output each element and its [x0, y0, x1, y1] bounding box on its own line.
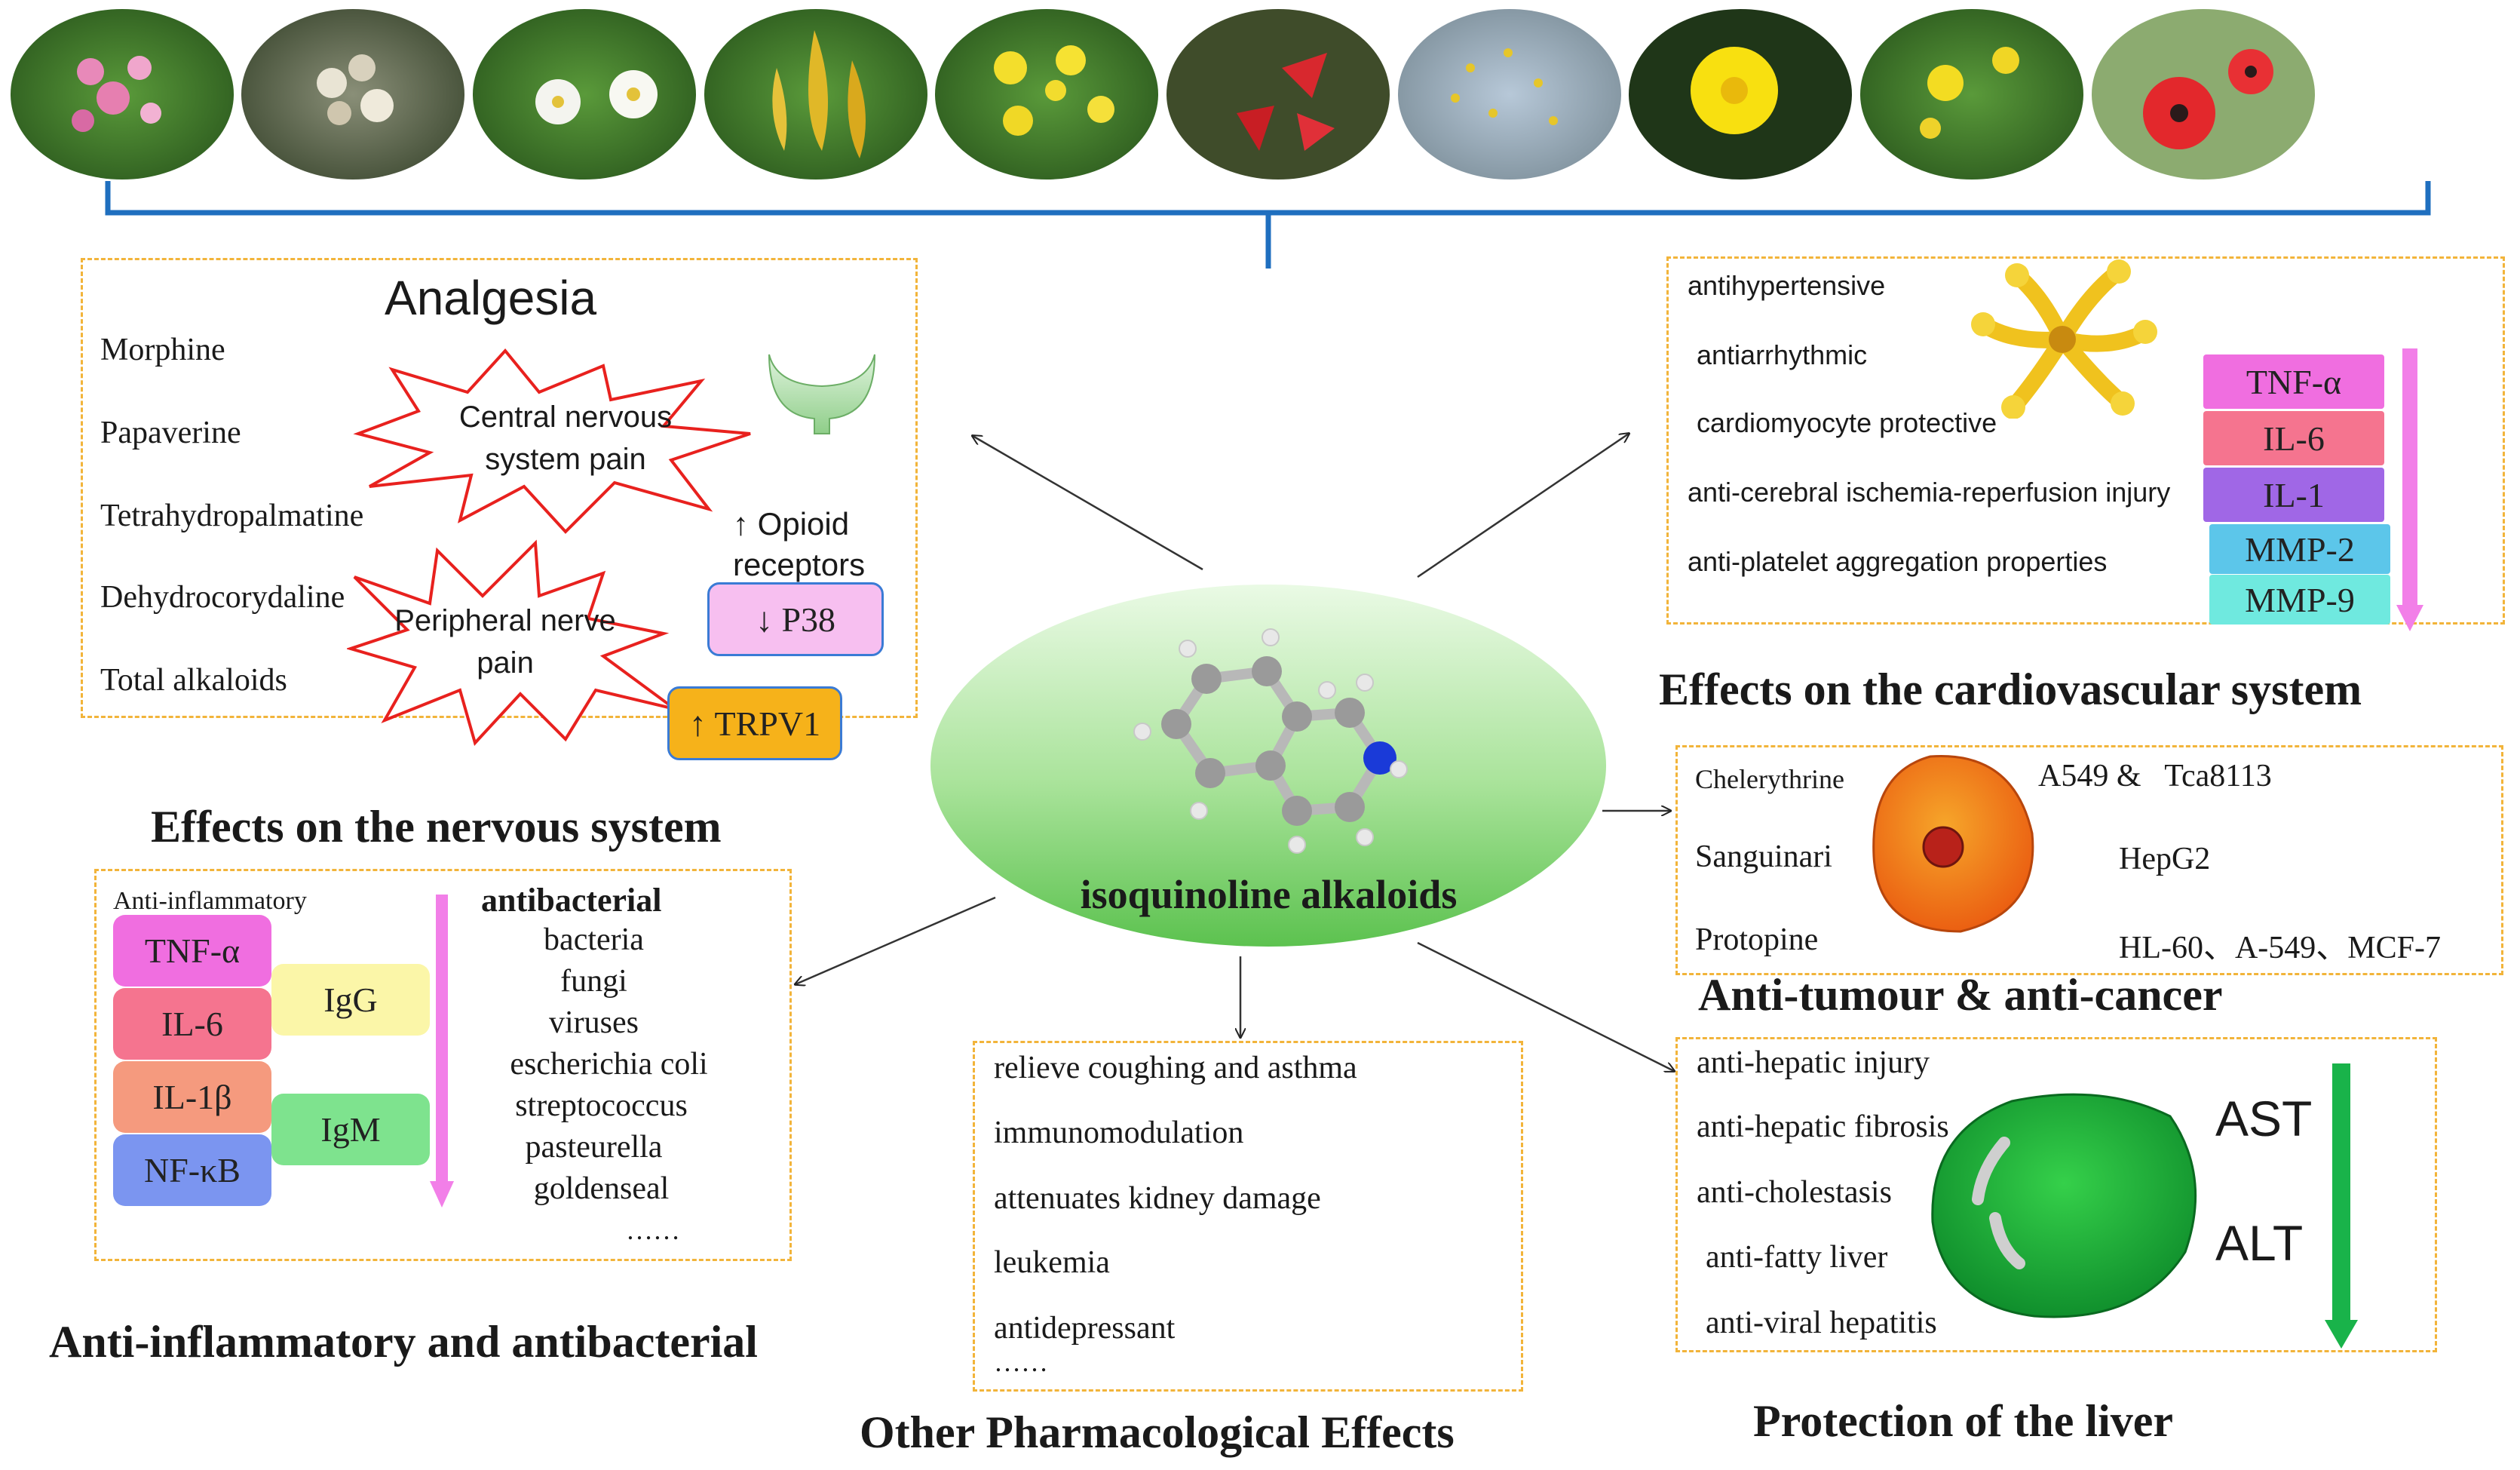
other-effect-4: leukemia — [994, 1245, 1110, 1280]
inflam-box — [94, 869, 792, 1261]
liver-marker-alt: ALT — [2215, 1215, 2304, 1271]
plant-photo — [473, 9, 696, 180]
other-ellipsis: …… — [994, 1347, 1048, 1377]
trpv1-badge: ↑ TRPV1 — [667, 686, 842, 760]
bracket — [105, 181, 2431, 269]
compound-tetrahydropalmatine: Tetrahydropalmatine — [100, 499, 364, 533]
cardio-marker-il6: IL-6 — [2203, 411, 2384, 465]
tumour-compound-3: Protopine — [1695, 922, 1819, 957]
inflam-heading: Anti-inflammatory and antibacterial — [49, 1317, 758, 1367]
inflam-marker-il6: IL-6 — [113, 988, 271, 1060]
plant-photo — [1860, 9, 2083, 180]
center-title: isoquinoline alkaloids — [1080, 872, 1458, 917]
compound-total-alkaloids: Total alkaloids — [100, 663, 287, 698]
central-pain-label: Central nervous system pain — [458, 400, 673, 476]
cardio-effect-4: anti-cerebral ischemia-reperfusion injur… — [1688, 477, 2171, 508]
cardio-down-arrow — [2396, 348, 2423, 631]
tumour-cells-1: A549 & Tca8113 — [2038, 759, 2272, 793]
compound-papaverine: Papaverine — [100, 416, 241, 450]
liver-down-arrow — [2325, 1063, 2358, 1349]
tumour-cell-icon — [1872, 754, 2034, 933]
liver-cell-icon — [1931, 1093, 2197, 1318]
tumour-cells-2: HepG2 — [2119, 842, 2211, 876]
cardio-marker-mmp9: MMP-9 — [2209, 575, 2390, 625]
igm-badge: IgM — [271, 1094, 430, 1165]
peripheral-pain-label: Peripheral nerve pain — [394, 604, 616, 680]
liver-marker-ast: AST — [2215, 1091, 2313, 1146]
igg-badge: IgG — [271, 964, 430, 1036]
other-effect-1: relieve coughing and asthma — [994, 1051, 1357, 1085]
compound-dehydrocorydaline: Dehydrocorydaline — [100, 580, 345, 615]
cardio-effect-3: cardiomyocyte protective — [1697, 407, 1997, 438]
other-effect-2: immunomodulation — [994, 1116, 1244, 1150]
antibacterial-item-5: streptococcus — [515, 1088, 688, 1123]
inflam-marker-nfkb: NF-κB — [113, 1134, 271, 1206]
molecule-icon — [1133, 628, 1408, 854]
compound-morphine: Morphine — [100, 333, 225, 367]
other-heading: Other Pharmacological Effects — [860, 1407, 1455, 1457]
antibacterial-item-7: goldenseal — [533, 1171, 670, 1206]
plant-photo — [11, 9, 234, 180]
opioid-label: ↑ Opioid receptors — [733, 506, 866, 582]
liver-effect-1: anti-hepatic injury — [1697, 1045, 1930, 1080]
cardio-effect-2: antiarrhythmic — [1697, 339, 1868, 370]
plant-photos-row — [11, 9, 2315, 180]
cardio-marker-il1: IL-1 — [2203, 468, 2384, 522]
nervous-heading: Effects on the nervous system — [151, 802, 722, 852]
plant-photo — [1398, 9, 1621, 180]
plant-photo — [2092, 9, 2315, 180]
analgesia-title: Analgesia — [385, 271, 597, 325]
plant-photo — [1629, 9, 1852, 180]
plant-photo — [935, 9, 1158, 180]
plant-photo — [1166, 9, 1390, 180]
cardio-box — [1666, 256, 2505, 625]
tumour-cells-3: HL-60、A-549、MCF-7 — [2119, 931, 2441, 965]
liver-effect-4: anti-fatty liver — [1706, 1240, 1888, 1275]
antibacterial-item-4: escherichia coli — [510, 1047, 708, 1082]
p38-badge: ↓ P38 — [707, 582, 884, 656]
cardio-heading: Effects on the cardiovascular system — [1659, 664, 2362, 714]
plant-photo — [241, 9, 464, 180]
plant-photo — [704, 9, 927, 180]
liver-effect-5: anti-viral hepatitis — [1706, 1306, 1937, 1340]
tumour-heading: Anti-tumour & anti-cancer — [1698, 970, 2223, 1020]
central-pain-starburst — [353, 348, 751, 534]
antibacterial-title: antibacterial — [481, 882, 662, 919]
other-effect-3: attenuates kidney damage — [994, 1181, 1321, 1216]
antibacterial-ellipsis: …… — [626, 1215, 680, 1245]
cardio-marker-tnf: TNF-α — [2203, 354, 2384, 409]
liver-heading: Protection of the liver — [1753, 1396, 2174, 1446]
antibacterial-item-1: bacteria — [544, 922, 644, 957]
liver-effect-3: anti-cholestasis — [1697, 1175, 1892, 1210]
tumour-compound-2: Sanguinari — [1695, 839, 1832, 874]
cardio-marker-mmp2: MMP-2 — [2209, 524, 2390, 574]
tumour-compound-1: Chelerythrine — [1695, 764, 1844, 794]
receptor-icon — [768, 354, 875, 434]
inflam-down-arrow — [430, 895, 454, 1208]
antibacterial-item-6: pasteurella — [525, 1130, 663, 1165]
other-effect-5: antidepressant — [994, 1311, 1176, 1346]
cardio-effect-1: antihypertensive — [1688, 270, 1886, 301]
inflam-label: Anti-inflammatory — [113, 887, 307, 915]
liver-box — [1675, 1037, 2437, 1352]
tumour-box — [1675, 745, 2503, 975]
inflam-marker-tnf: TNF-α — [113, 915, 271, 987]
cardio-effect-5: anti-platelet aggregation properties — [1688, 546, 2108, 577]
platelet-icon — [1971, 259, 2157, 419]
inflam-marker-il1b: IL-1β — [113, 1061, 271, 1133]
antibacterial-item-2: fungi — [560, 964, 627, 999]
liver-effect-2: anti-hepatic fibrosis — [1697, 1109, 1949, 1144]
other-box — [973, 1041, 1523, 1392]
antibacterial-item-3: viruses — [549, 1005, 639, 1040]
